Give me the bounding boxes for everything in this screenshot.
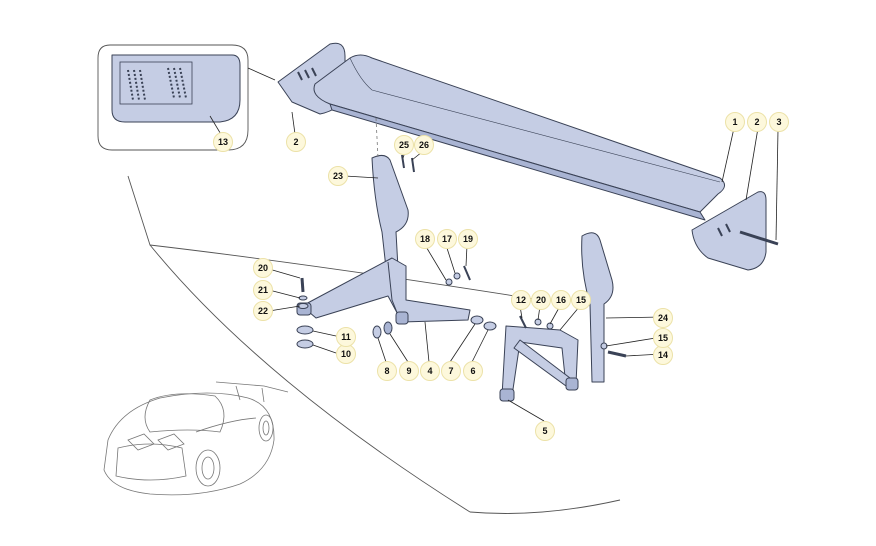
inset-detail-13 [97, 44, 276, 151]
callout-5: 5 [535, 421, 555, 441]
callout-12: 12 [511, 290, 531, 310]
callout-23: 23 [328, 166, 348, 186]
spacers-6-7 [470, 315, 497, 331]
right-upright-24 [581, 232, 614, 383]
callout-2-right: 2 [747, 112, 767, 132]
left-aframe-4 [296, 257, 471, 325]
callout-8: 8 [377, 361, 397, 381]
callout-17: 17 [437, 229, 457, 249]
callout-2-left: 2 [286, 132, 306, 152]
car-sketch [103, 381, 289, 496]
hardware-17-18-19 [445, 265, 471, 286]
right-aframe-5 [499, 325, 579, 402]
callout-6: 6 [463, 361, 483, 381]
callout-7: 7 [441, 361, 461, 381]
right-endplate-2 [691, 191, 767, 271]
screw-3 [739, 230, 779, 246]
callout-10: 10 [336, 344, 356, 364]
callout-20-right: 20 [531, 290, 551, 310]
callout-14: 14 [653, 345, 673, 365]
callout-15-upper: 15 [571, 290, 591, 310]
callout-3: 3 [769, 112, 789, 132]
rear-wing-1 [313, 54, 725, 221]
background-lines [127, 175, 621, 514]
callout-15-lower: 15 [653, 328, 673, 348]
callout-24: 24 [653, 308, 673, 328]
hardware-12-16-20 [519, 315, 554, 330]
callout-9: 9 [399, 361, 419, 381]
callout-18: 18 [415, 229, 435, 249]
callout-25: 25 [394, 135, 414, 155]
leader-lines [209, 111, 779, 422]
callout-19: 19 [458, 229, 478, 249]
callout-26: 26 [414, 135, 434, 155]
callout-20-left: 20 [253, 258, 273, 278]
callout-4: 4 [420, 361, 440, 381]
callout-16: 16 [551, 290, 571, 310]
callout-22: 22 [253, 301, 273, 321]
callout-11: 11 [336, 327, 356, 347]
callout-21: 21 [253, 280, 273, 300]
callout-13: 13 [213, 132, 233, 152]
hardware-8-9 [372, 321, 393, 339]
washers-10-11 [296, 325, 314, 349]
bolt-14-15 [600, 342, 627, 358]
bolt-stack-20-21-22 [297, 277, 309, 309]
left-upright-23 [371, 117, 409, 269]
callout-1: 1 [725, 112, 745, 132]
screws-25-26 [401, 154, 415, 173]
